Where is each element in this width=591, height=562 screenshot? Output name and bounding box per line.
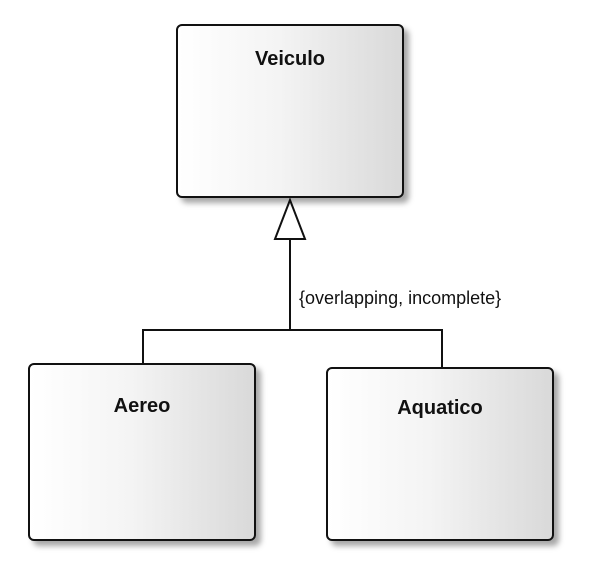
class-aquatico[interactable]: Aquatico xyxy=(326,367,554,541)
class-name-aereo: Aereo xyxy=(113,395,171,417)
class-aereo[interactable]: Aereo xyxy=(28,363,256,541)
class-name-aquatico: Aquatico xyxy=(397,397,483,419)
generalization-arrowhead xyxy=(273,197,307,240)
generalization-constraint-label: {overlapping, incomplete} xyxy=(299,288,502,308)
class-name-veiculo: Veiculo xyxy=(254,48,326,70)
class-veiculo[interactable]: Veiculo xyxy=(176,24,404,198)
